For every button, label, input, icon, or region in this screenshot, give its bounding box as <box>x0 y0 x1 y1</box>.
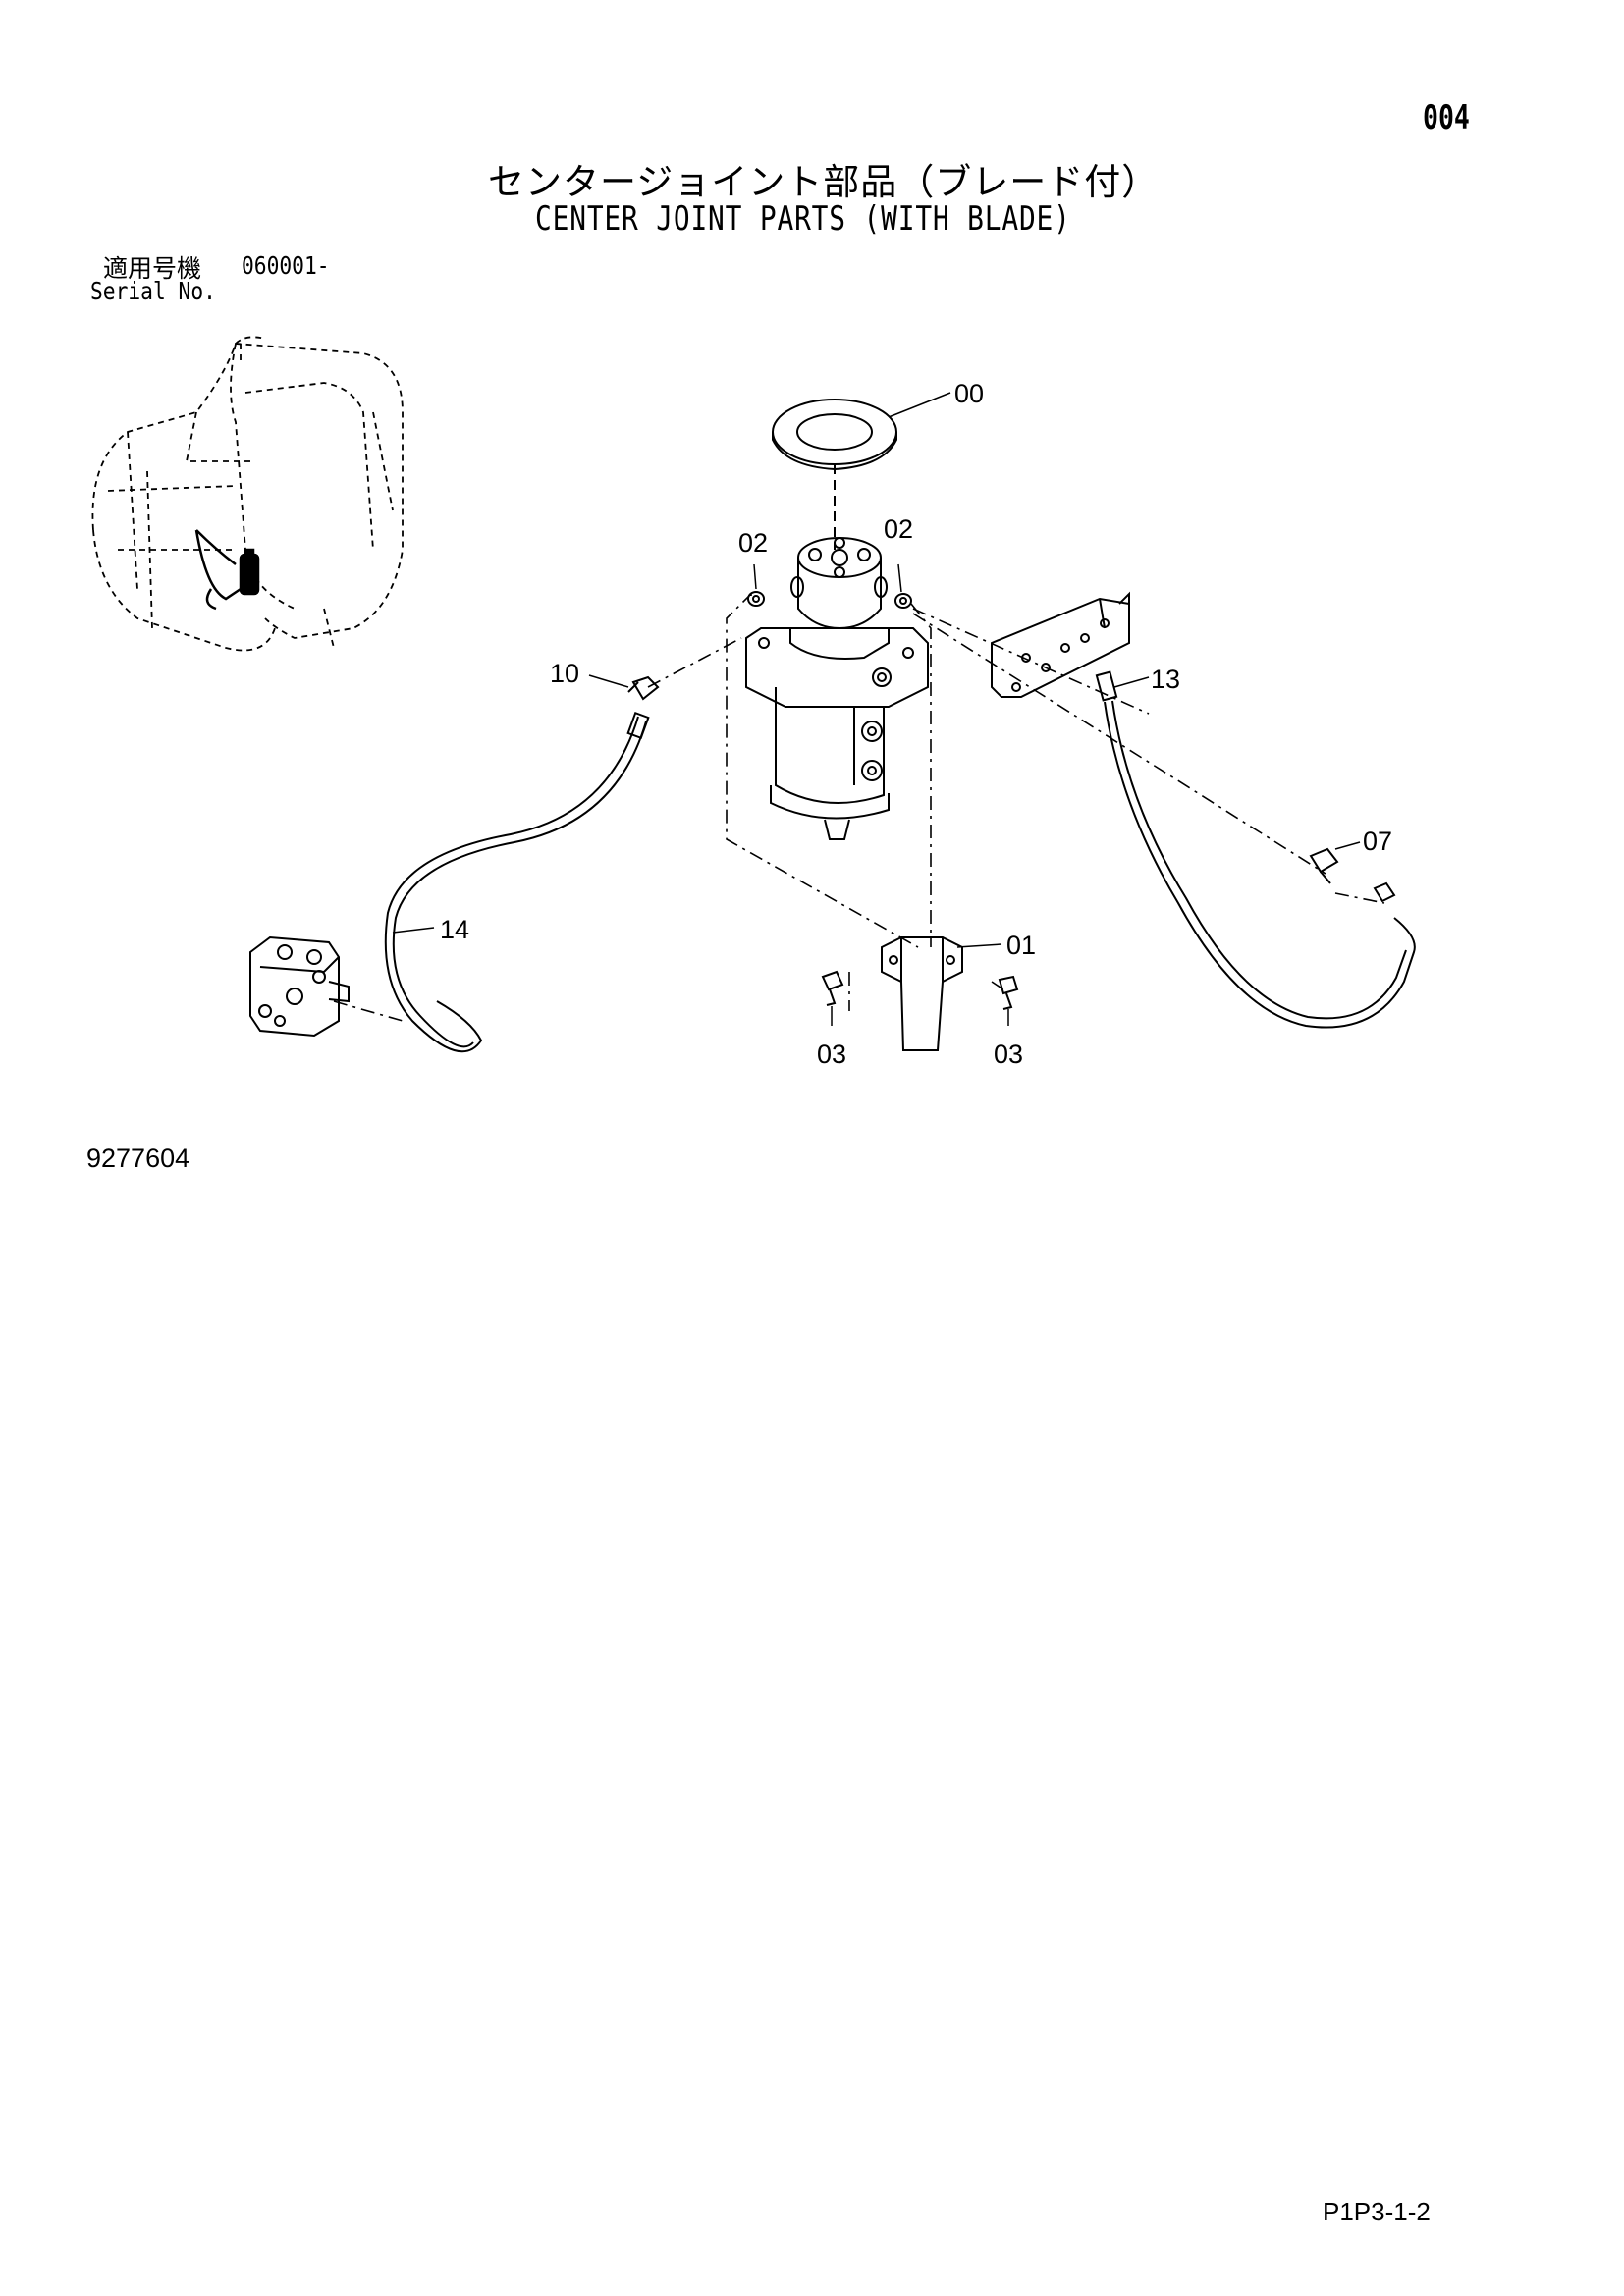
hose-14 <box>384 711 650 1053</box>
callout-01: 01 <box>1006 931 1036 960</box>
machine-overview-illustration <box>91 336 404 652</box>
o-ring-part-left <box>747 591 765 607</box>
callout-14: 14 <box>440 915 469 944</box>
callout-02-left: 02 <box>738 528 768 558</box>
callout-13: 13 <box>1151 665 1180 694</box>
page-number: 004 <box>1423 98 1470 137</box>
callout-03-right: 03 <box>994 1040 1023 1069</box>
drawing-number: 9277604 <box>86 1144 190 1173</box>
callout-07: 07 <box>1363 827 1392 856</box>
overview-center-joint-highlight <box>194 529 260 611</box>
page-title-japanese: センタージョイント部品（ブレード付） <box>488 161 1160 203</box>
center-joint-body <box>745 537 929 840</box>
fitting-07 <box>1309 847 1396 903</box>
callout-03-left: 03 <box>817 1040 846 1069</box>
seal-ring-part <box>772 399 897 471</box>
page-reference: P1P3-1-2 <box>1323 2197 1431 2226</box>
o-ring-part-right <box>894 593 912 609</box>
bolt-left <box>821 970 844 1006</box>
callout-00: 00 <box>954 379 984 408</box>
bolt-right <box>998 975 1019 1010</box>
hose-13 <box>1095 670 1416 1029</box>
callout-02-right: 02 <box>884 514 913 544</box>
support-bracket-part <box>881 936 963 1051</box>
bracket-plate-part <box>991 591 1130 698</box>
serial-number-value: 060001- <box>242 251 330 280</box>
serial-label-japanese: 適用号機 <box>103 254 202 283</box>
callout-leader-lines <box>392 392 1361 1026</box>
page-title-english: CENTER JOINT PARTS (WITH BLADE) <box>535 199 1071 239</box>
callout-labels: 00 02 02 10 13 07 14 01 03 03 <box>440 379 1392 1069</box>
callout-10: 10 <box>550 659 579 688</box>
serial-label-english: Serial No. <box>90 277 216 305</box>
brake-valve-part <box>249 935 350 1038</box>
fitting-10 <box>627 675 660 701</box>
